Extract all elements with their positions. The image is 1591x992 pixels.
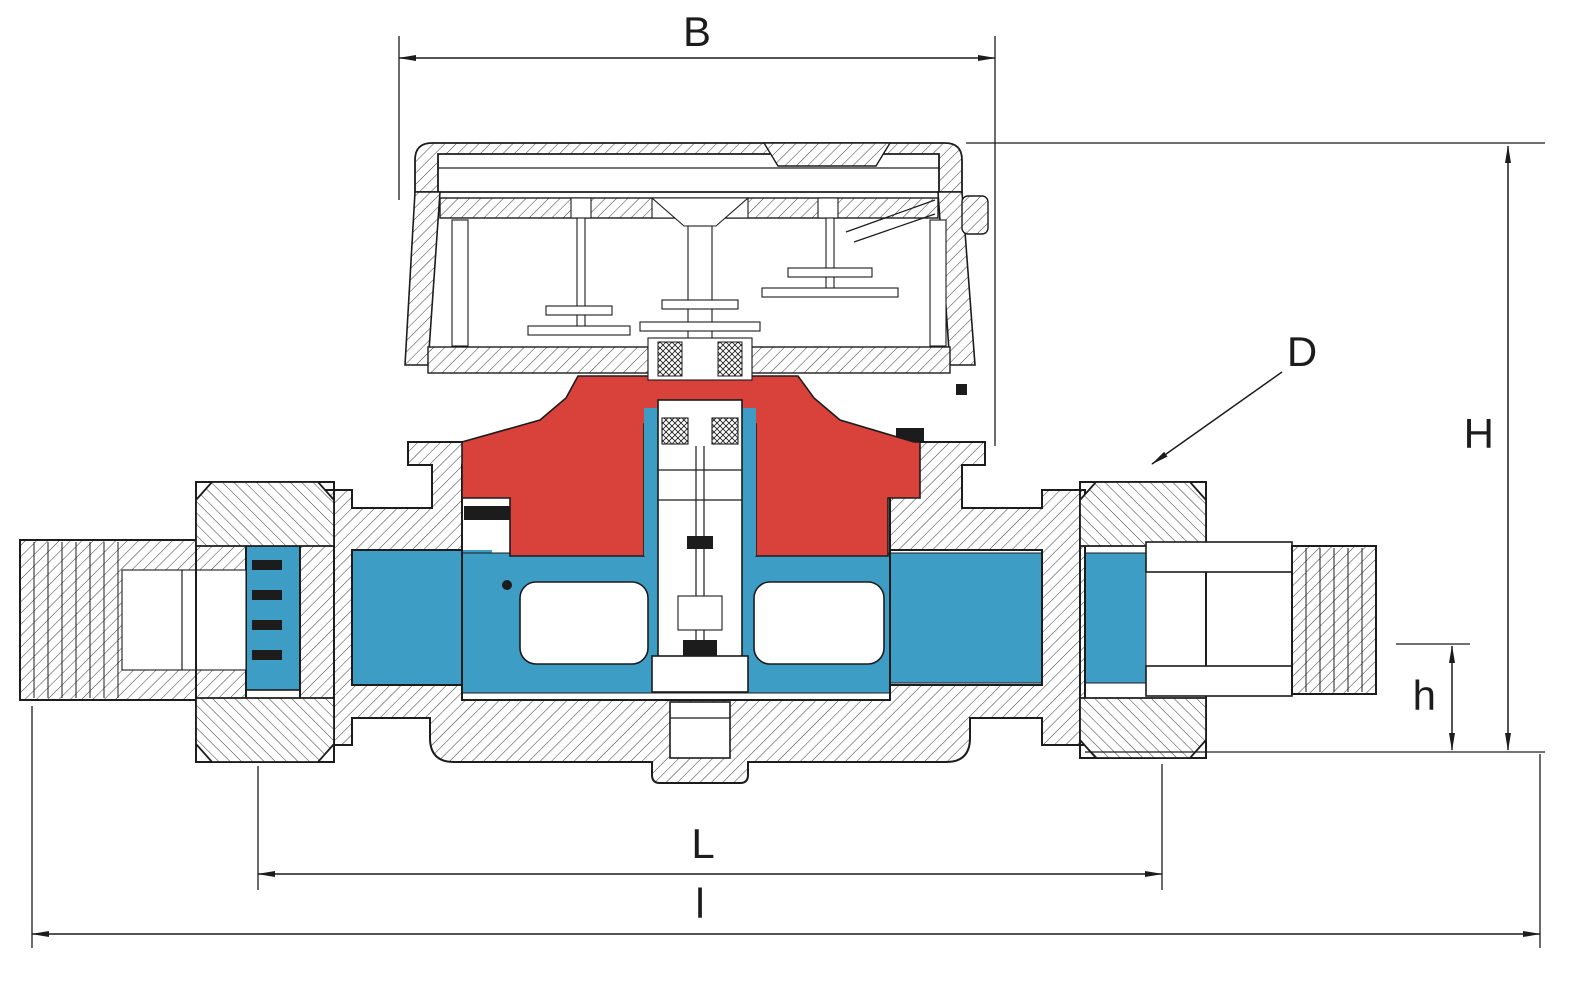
label-B: B (683, 8, 711, 55)
left-seal (464, 506, 510, 520)
dial-funnel (650, 197, 750, 227)
housing-wall-left (404, 191, 441, 366)
register-housing (404, 142, 989, 381)
o-ring-lower (956, 384, 967, 395)
hinge-lug (961, 195, 989, 235)
dimension-h: h (1396, 643, 1470, 751)
right-tailpiece-bottomwall (1145, 665, 1293, 697)
left-connector (19, 481, 335, 763)
spindle-seal-low (683, 640, 717, 656)
center-tube (687, 225, 713, 341)
bearing-left (661, 417, 689, 445)
lid-tab (762, 142, 892, 167)
gasket-ribs (252, 560, 282, 660)
magnet-left (657, 341, 683, 377)
right-nut-top (1079, 481, 1207, 547)
measuring-chamber (461, 375, 921, 557)
magnet-right (717, 341, 743, 377)
label-h: h (1413, 672, 1436, 719)
outlet-bore-water (889, 552, 1147, 684)
dimension-L: L (257, 764, 1163, 890)
dimension-l: l (31, 706, 1541, 948)
label-D: D (1287, 328, 1317, 375)
impeller-assembly (519, 399, 885, 693)
right-connector (1079, 481, 1377, 759)
screw-dot-left (502, 580, 512, 590)
turbine-wall-left (519, 581, 649, 665)
left-thread-lines (33, 542, 119, 698)
label-l: l (695, 880, 704, 927)
left-nut-bottom (195, 697, 335, 763)
dimension-D: D (1151, 328, 1317, 465)
turbine-hub (651, 655, 749, 693)
turbine-wall-right (753, 581, 885, 665)
spindle-seal-mid (687, 536, 713, 549)
dimension-B: B (398, 8, 996, 446)
meter-body (299, 350, 1086, 784)
frame-pillar-left (451, 219, 469, 347)
left-pipe-bore (121, 569, 247, 671)
label-H: H (1464, 410, 1494, 457)
bearing-right (711, 417, 739, 445)
riser-channel-right (740, 408, 756, 556)
frame-pillar-right (929, 219, 947, 347)
right-nut-bottom (1079, 697, 1207, 759)
right-thread-lines (1305, 548, 1363, 692)
gear-train (527, 199, 936, 336)
riser-channel-left (644, 408, 660, 556)
spindle-step (677, 595, 723, 631)
label-L: L (691, 820, 714, 867)
left-nut-top (195, 481, 335, 547)
right-tailpiece-topwall (1145, 541, 1293, 573)
dimension-H: H (966, 142, 1545, 753)
drain-plug (669, 701, 731, 759)
